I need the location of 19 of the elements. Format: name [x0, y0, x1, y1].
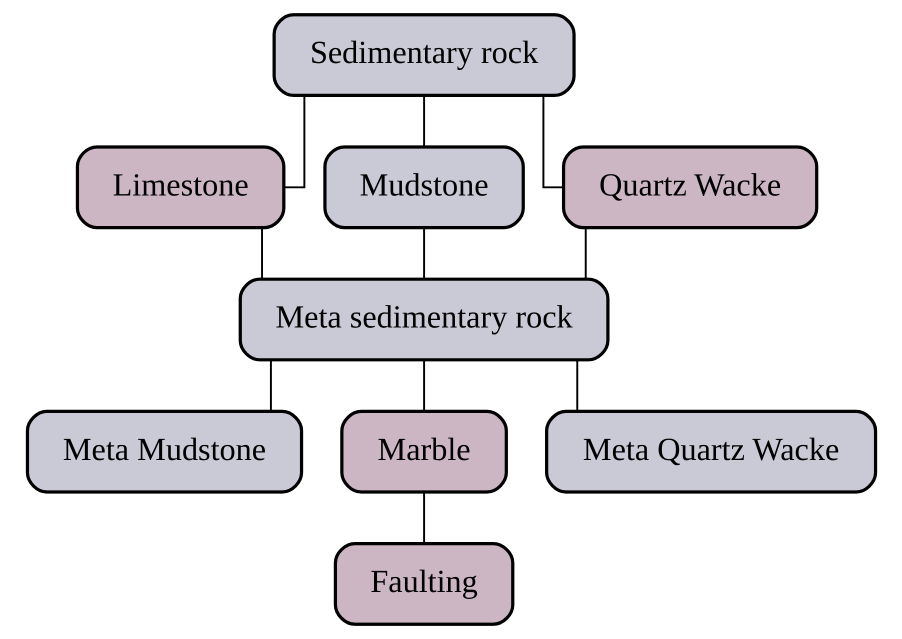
connector: [283, 95, 305, 188]
connector: [576, 360, 578, 412]
node-box: Meta Mudstone: [25, 410, 303, 494]
node-box: Sedimentary rock: [272, 13, 576, 97]
connector: [422, 95, 425, 147]
connector: [422, 360, 425, 412]
node-box: Limestone: [75, 145, 285, 230]
node-box: Mudstone: [322, 145, 524, 230]
connector: [542, 95, 563, 188]
node-box: Faulting: [333, 542, 514, 626]
connector: [422, 228, 425, 279]
node-box: Quartz Wacke: [561, 145, 818, 230]
connector: [584, 228, 586, 279]
node-box: Meta sedimentary rock: [238, 278, 610, 362]
connector: [269, 360, 272, 412]
connector: [260, 228, 263, 279]
connector: [422, 492, 425, 544]
node-box: Meta Quartz Wacke: [544, 410, 877, 494]
node-box: Marble: [340, 410, 508, 494]
